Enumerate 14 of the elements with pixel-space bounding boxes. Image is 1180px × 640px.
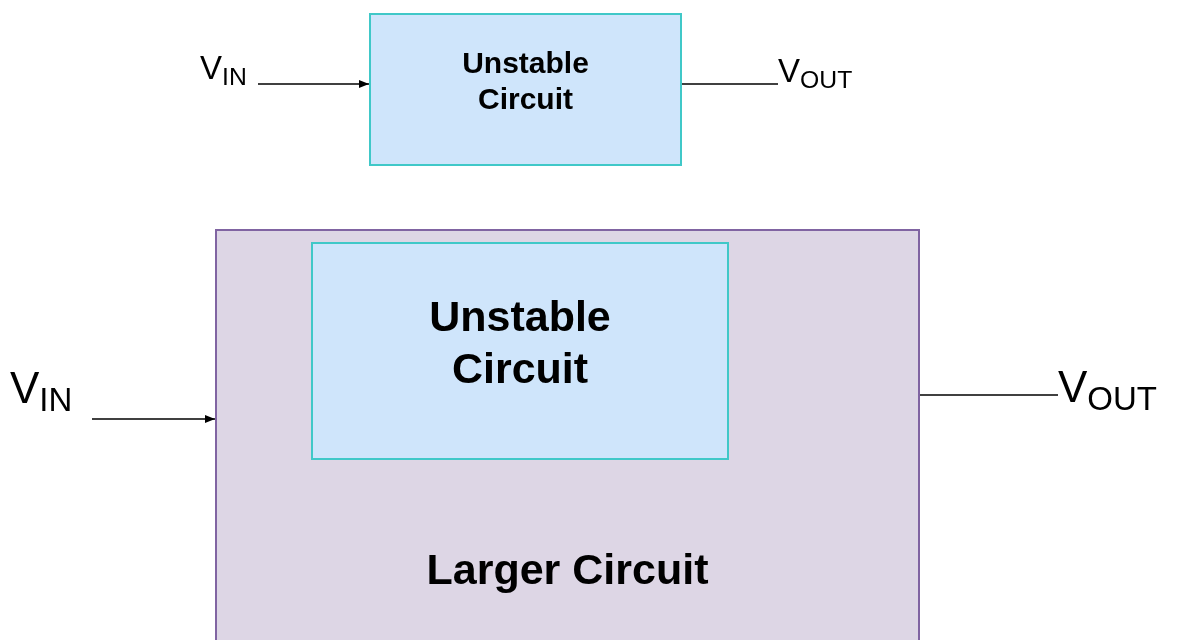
arrow: [91, 415, 216, 423]
block-label: Unstable Circuit: [428, 291, 612, 394]
voltage-label: V$_{OUT}$: [778, 53, 853, 87]
circuit-block: [311, 242, 729, 460]
circuit-block: [215, 229, 920, 640]
circuit-block: [369, 13, 682, 166]
voltage-label: V$_{IN}$: [10, 366, 73, 410]
connector-line: [919, 394, 1059, 396]
connector-line: [681, 83, 779, 85]
voltage-label: V$_{OUT}$: [1058, 365, 1158, 409]
block-label: Unstable Circuit: [461, 45, 590, 117]
arrow: [257, 80, 370, 88]
voltage-label: V$_{IN}$: [200, 50, 247, 84]
block-label: Larger Circuit: [426, 544, 709, 595]
